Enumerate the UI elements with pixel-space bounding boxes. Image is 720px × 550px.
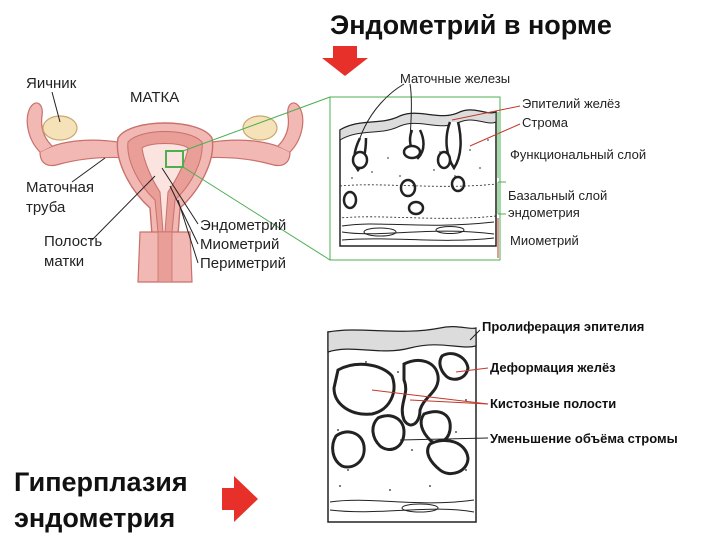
title-hyperplasia-line2: эндометрия [14, 503, 176, 533]
label-stroma-decrease: Уменьшение объёма стромы [490, 431, 678, 446]
label-stroma: Строма [522, 115, 568, 130]
ovary-right [242, 115, 278, 141]
label-functional-layer: Функциональный слой [510, 147, 647, 162]
label-perimetrium: Периметрий [200, 255, 286, 272]
label-myometrium: Миометрий [200, 236, 280, 253]
label-uterine-cavity: Полость матки [44, 233, 103, 270]
hyperplasia-section [327, 325, 477, 523]
uterus-illustration [26, 102, 304, 283]
arrow-right-icon [222, 476, 258, 522]
label-gland-epithelium: Эпителий желёз [522, 96, 621, 111]
label-fallopian-tube: Маточная труба [26, 179, 94, 216]
label-myometrium-section: Миометрий [510, 233, 579, 248]
label-uterine-glands: Маточные железы [400, 71, 511, 86]
arrow-down-icon [322, 46, 368, 76]
label-ovary: Яичник [26, 75, 77, 92]
ovary-left [42, 115, 78, 141]
normal-endometrium-section [339, 109, 497, 247]
zoom-frame [329, 96, 501, 261]
label-uterus: МАТКА [130, 89, 180, 106]
zoom-box [165, 150, 184, 168]
label-epithelium-proliferation: Пролиферация эпителия [482, 319, 645, 334]
title-hyperplasia-line1: Гиперплазия [14, 467, 188, 497]
title-normal-endometrium: Эндометрий в норме [330, 10, 612, 40]
label-basal-layer: Базальный слой эндометрия [508, 188, 608, 220]
label-cystic-cavities: Кистозные полости [490, 396, 617, 411]
label-endometrium: Эндометрий [200, 217, 287, 234]
title-hyperplasia: Гиперплазия эндометрия [14, 464, 188, 536]
label-gland-deformation: Деформация желёз [490, 360, 616, 375]
